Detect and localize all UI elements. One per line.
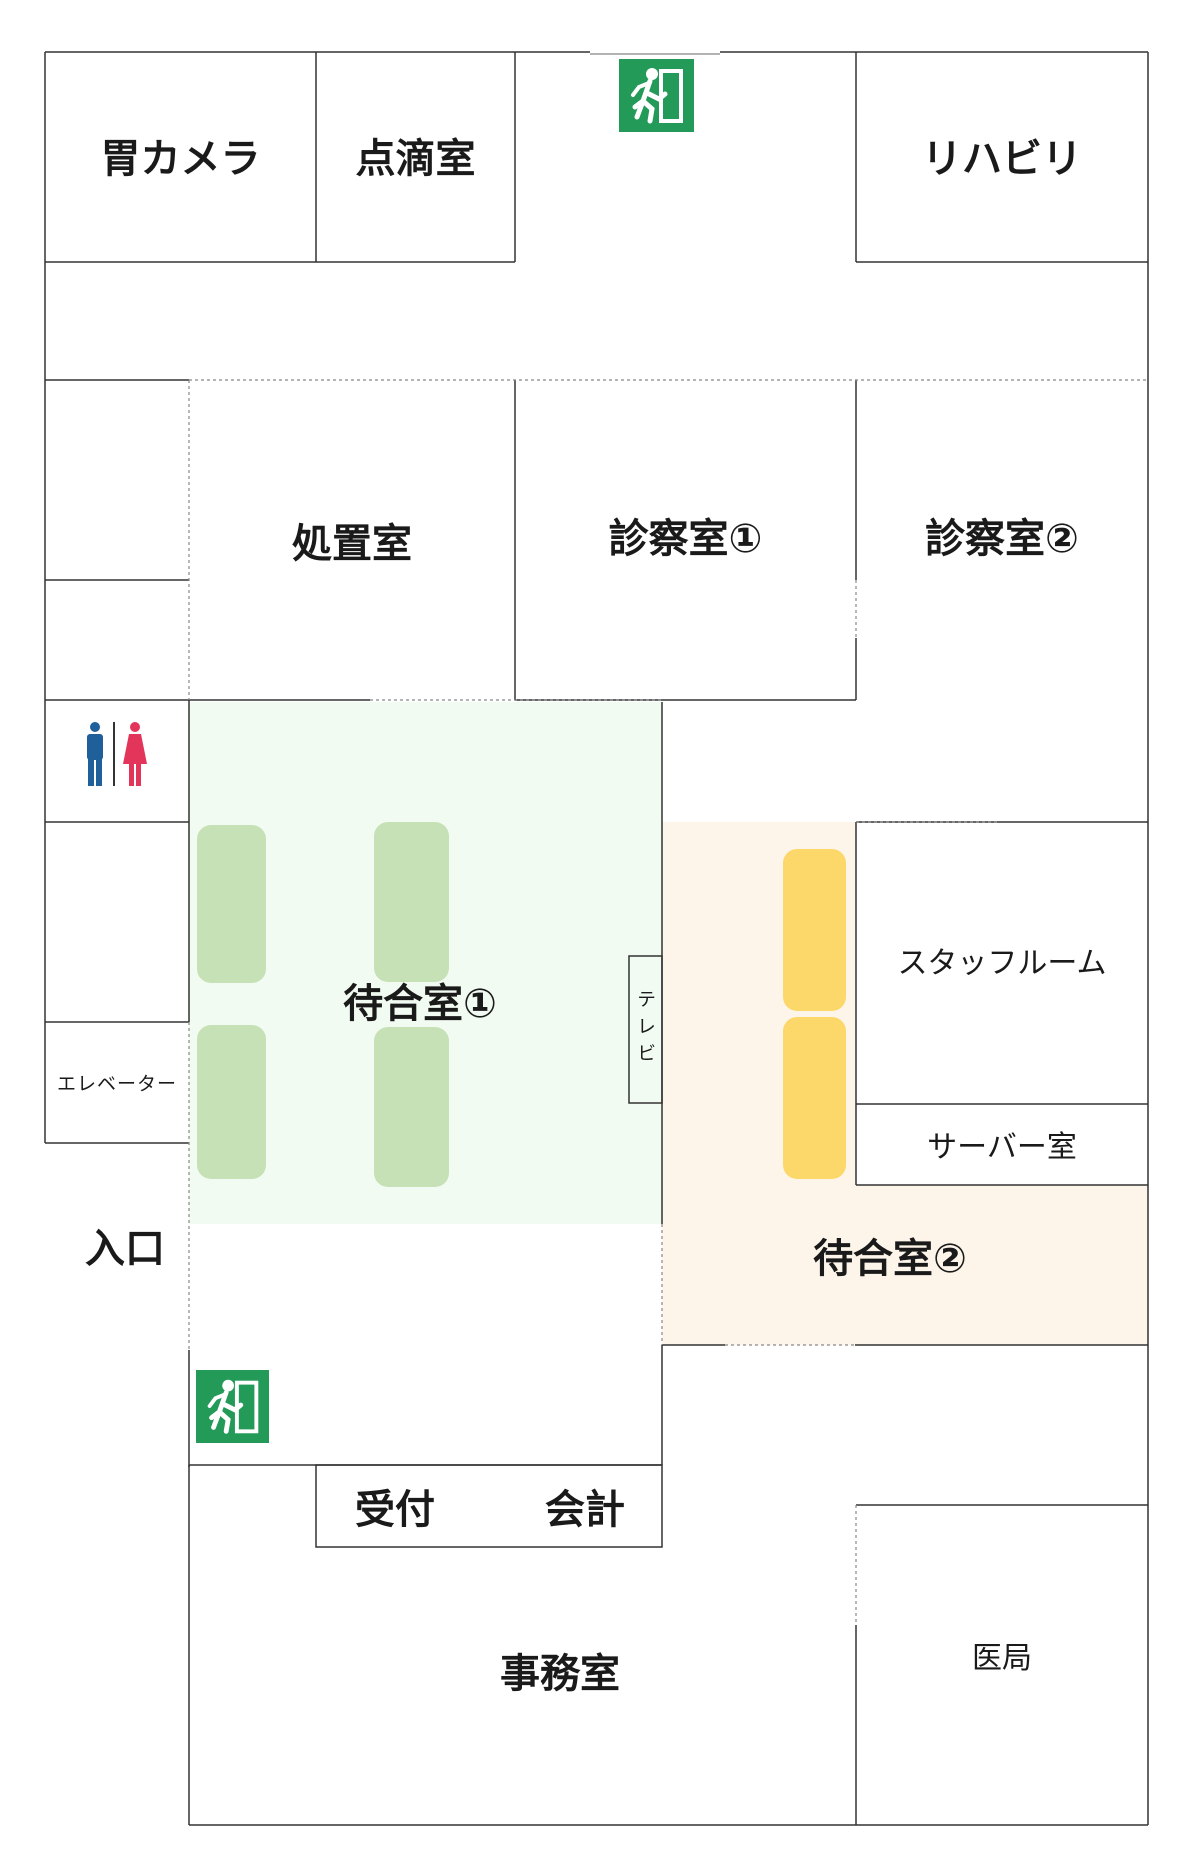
room-label-waiting-room-2: 待合室② <box>813 1236 967 1282</box>
staff-room-fill <box>856 822 1148 1185</box>
room-label-office: 事務室 <box>500 1651 620 1697</box>
room-label-treatment-room: 処置室 <box>292 521 412 567</box>
bench <box>374 822 449 982</box>
bench <box>197 1025 266 1179</box>
tv-label: テレビ <box>634 989 656 1070</box>
room-label-waiting-room-1: 待合室① <box>343 981 497 1027</box>
reception-label: 受付 <box>355 1487 435 1533</box>
room-label-exam-room-1: 診察室① <box>608 516 763 562</box>
room-label-server-room: サーバー室 <box>927 1130 1077 1165</box>
emergency-exit-icon <box>196 1370 269 1443</box>
room-label-exam-room-2: 診察室② <box>925 516 1079 562</box>
emergency-exit-icon <box>619 59 694 132</box>
room-label-staff-room: スタッフルーム <box>897 946 1107 981</box>
room-label-medical-office: 医局 <box>972 1641 1032 1676</box>
room-label-drip-room: 点滴室 <box>355 136 476 182</box>
entrance-label: 入口 <box>85 1226 165 1272</box>
room-label-elevator: エレベーター <box>56 1072 177 1095</box>
bench <box>783 1017 846 1179</box>
bench <box>374 1027 449 1187</box>
room-label-rehabilitation: リハビリ <box>922 136 1082 182</box>
restroom-icon <box>80 720 150 788</box>
bench <box>197 825 266 983</box>
bench <box>783 849 846 1011</box>
room-label-gastroscopy: 胃カメラ <box>100 136 261 182</box>
cashier-label: 会計 <box>545 1487 625 1533</box>
